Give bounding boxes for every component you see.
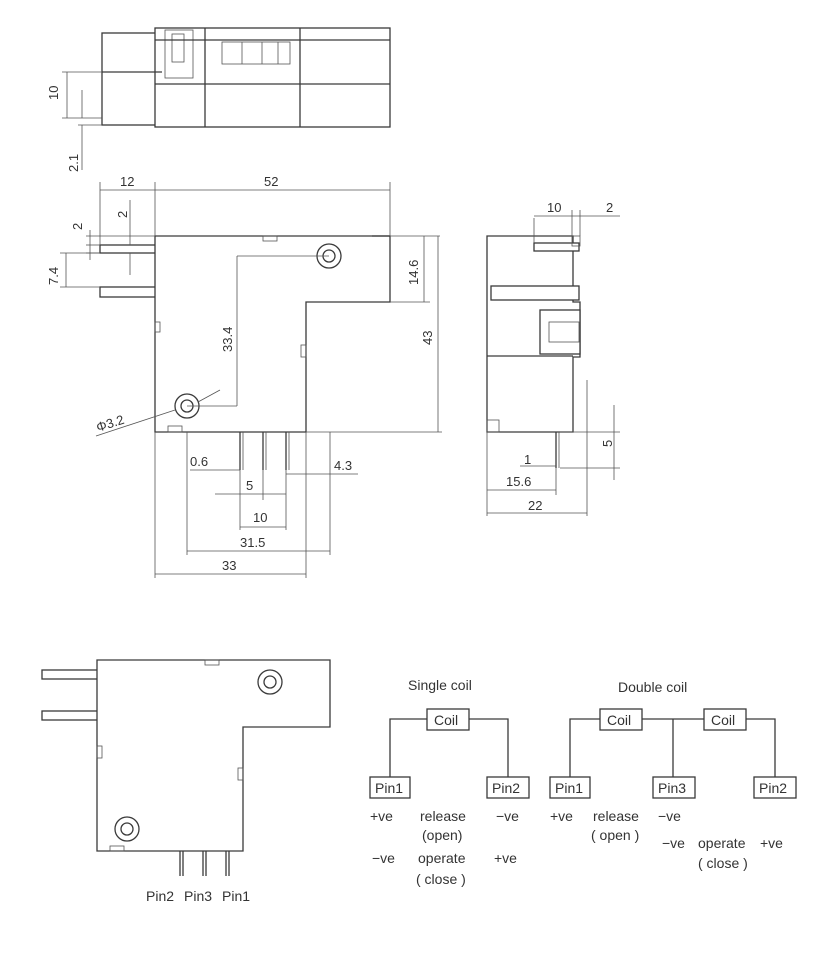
dim-12: 12 xyxy=(120,174,134,189)
double-coil-pin3 xyxy=(652,776,696,799)
single-row2-right: +ve xyxy=(494,850,517,866)
dim-2-top: 2 xyxy=(115,211,130,218)
dim-33: 33 xyxy=(222,558,236,573)
dim-33-4: 33.4 xyxy=(220,327,235,352)
dim-14-6: 14.6 xyxy=(406,260,421,285)
svg-text:Coil: Coil xyxy=(607,712,631,728)
svg-text:Pin1: Pin1 xyxy=(555,780,583,796)
dim-0-6: 0.6 xyxy=(190,454,208,469)
dim-7-4: 7.4 xyxy=(46,267,61,285)
pin-view-hole-bottom xyxy=(114,816,140,842)
front-body xyxy=(154,235,391,433)
single-coil-title: Single coil xyxy=(408,677,472,693)
pin-label-pin3: Pin3 xyxy=(184,888,212,904)
double-row1-right: −ve xyxy=(658,808,681,824)
dim-5-side: 5 xyxy=(600,440,615,447)
single-coil-pin1 xyxy=(369,776,411,799)
dim-2-side: 2 xyxy=(606,200,613,215)
dim-10-top: 10 xyxy=(46,86,61,100)
pin-label-pin2: Pin2 xyxy=(146,888,174,904)
pin-label-pin1: Pin1 xyxy=(222,888,250,904)
double-coil-schematic: Double coil Coil Coil Pin1 Pin3 Pin2 +ve… xyxy=(549,679,797,871)
dim-10-front: 10 xyxy=(253,510,267,525)
dim-43: 43 xyxy=(420,331,435,345)
dim-10-side: 10 xyxy=(547,200,561,215)
double-coil-pin2 xyxy=(753,776,797,799)
single-row1-right: −ve xyxy=(496,808,519,824)
single-row2-mid-b: ( close ) xyxy=(416,871,466,887)
top-connector xyxy=(221,41,291,65)
pin-view: Pin2 Pin3 Pin1 xyxy=(41,659,331,904)
dim-31-5: 31.5 xyxy=(240,535,265,550)
single-row1-mid-b: (open) xyxy=(422,827,462,843)
dim-2-left: 2 xyxy=(70,223,85,230)
double-row1-mid-b: ( open ) xyxy=(591,827,639,843)
double-row2-mid-b: ( close ) xyxy=(698,855,748,871)
dim-22: 22 xyxy=(528,498,542,513)
svg-text:Pin2: Pin2 xyxy=(492,780,520,796)
double-coil-title: Double coil xyxy=(618,679,687,695)
front-terminal-bottom xyxy=(99,286,159,298)
pin-view-hole-top xyxy=(257,669,283,695)
double-coil-pin1 xyxy=(549,776,591,799)
single-row1-mid-a: release xyxy=(420,808,466,824)
pin-view-body xyxy=(96,659,331,852)
pin-view-terminal-bottom xyxy=(41,710,99,721)
top-view: 10 2.1 xyxy=(46,27,391,172)
pin-view-terminal-top xyxy=(41,669,99,680)
double-row2-left: −ve xyxy=(662,835,685,851)
side-body xyxy=(486,235,581,433)
svg-text:Pin1: Pin1 xyxy=(375,780,403,796)
side-view: 10 2 5 1 15.6 22 xyxy=(486,200,620,516)
dim-4-3: 4.3 xyxy=(334,458,352,473)
single-row2-mid-a: operate xyxy=(418,850,466,866)
double-row2-mid-a: operate xyxy=(698,835,746,851)
single-row2-left: −ve xyxy=(372,850,395,866)
double-row2-right: +ve xyxy=(760,835,783,851)
single-row1-left: +ve xyxy=(370,808,393,824)
svg-text:Pin2: Pin2 xyxy=(759,780,787,796)
double-row1-mid-a: release xyxy=(593,808,639,824)
top-main-body xyxy=(154,27,391,128)
dim-1-side: 1 xyxy=(524,452,531,467)
front-view: 12 52 2 2 7.4 14.6 43 33.4 Φ3.2 0.6 4.3 … xyxy=(46,174,442,578)
single-coil-label: Coil xyxy=(434,712,458,728)
dim-15-6: 15.6 xyxy=(506,474,531,489)
svg-text:Coil: Coil xyxy=(711,712,735,728)
svg-text:Pin3: Pin3 xyxy=(658,780,686,796)
front-terminal-top xyxy=(99,244,159,254)
top-left-block xyxy=(101,32,163,126)
dim-52: 52 xyxy=(264,174,278,189)
double-row1-left: +ve xyxy=(550,808,573,824)
single-coil-schematic: Single coil Coil Pin1 Pin2 +ve release (… xyxy=(369,677,530,887)
dim-5-front: 5 xyxy=(246,478,253,493)
dim-2-1: 2.1 xyxy=(66,154,81,172)
single-coil-pin2 xyxy=(486,776,530,799)
